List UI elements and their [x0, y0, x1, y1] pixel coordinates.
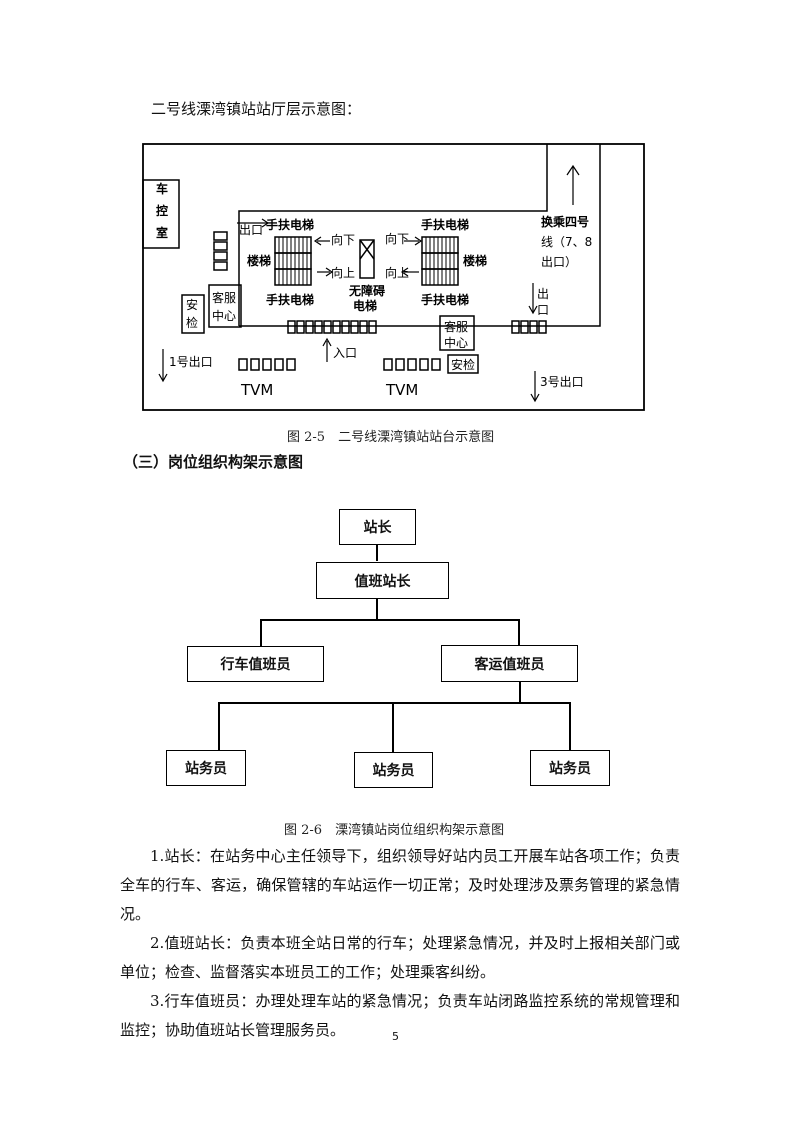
control-room-label-1: 车 — [156, 181, 168, 196]
escalator-tr-label: 手扶电梯 — [421, 217, 469, 232]
up-left-label: 向上 — [331, 265, 355, 280]
intro-text: 二号线溧湾镇站站厅层示意图： — [151, 100, 362, 118]
corridor-path-top — [238, 144, 548, 326]
page-number: 5 — [392, 1030, 399, 1043]
transfer-label-3: 出口） — [541, 255, 577, 269]
service-right-label-2: 中心 — [444, 335, 468, 350]
gate-row-right — [511, 320, 547, 334]
down-left-label: 向下 — [331, 232, 355, 247]
gate-row-left — [287, 320, 377, 334]
stairs-right-box — [421, 252, 459, 270]
escalator-steps-right — [425, 237, 455, 285]
escalator-tl — [274, 236, 312, 254]
org-node-root: 站长 — [339, 509, 416, 545]
exit-3-label: 3号出口 — [540, 375, 584, 389]
exit-left-label: 出口 — [239, 223, 263, 237]
security-left-label-1: 安 — [186, 297, 198, 312]
service-left-label-2: 中心 — [212, 308, 236, 323]
entrance-label: 入口 — [333, 346, 357, 360]
escalator-tr — [421, 236, 459, 254]
stairs-left-label: 楼梯 — [247, 253, 271, 268]
service-right-label-1: 客服 — [444, 319, 468, 334]
service-center-left-box — [208, 284, 242, 328]
escalator-br-label: 手扶电梯 — [421, 292, 469, 307]
escalator-br — [421, 268, 459, 286]
tvm-group-left — [238, 358, 296, 371]
gate-stack-left — [213, 231, 228, 271]
transfer-label-1: 换乘四号 — [541, 214, 589, 229]
control-room-box — [142, 179, 180, 249]
stairs-left-box — [274, 252, 312, 270]
escalator-bl-label: 手扶电梯 — [266, 292, 314, 307]
down-right-label: 向下 — [385, 231, 409, 246]
escalator-bl — [274, 268, 312, 286]
service-left-label-1: 客服 — [212, 290, 236, 305]
security-left-box — [181, 294, 205, 334]
paragraph-1: 1.站长：在站务中心主任领导下，组织领导好站内员工开展车站各项工作；负责全车的行… — [120, 847, 680, 923]
org-node-level2: 值班站长 — [316, 562, 449, 599]
transfer-label-2: 线（7、8 — [541, 235, 592, 249]
section-title: （三）岗位组织构架示意图 — [123, 453, 304, 471]
elevator-label-2: 电梯 — [353, 298, 377, 313]
escalator-steps-left — [278, 237, 308, 285]
control-room-label-3: 室 — [156, 225, 168, 240]
tvm-group-right — [383, 358, 441, 371]
exit-1-label: 1号出口 — [169, 355, 213, 369]
elevator-box — [359, 239, 375, 279]
exit-right-label-1: 出 — [537, 287, 549, 301]
figure-caption-2-6: 图 2-6 溧湾镇站岗位组织构架示意图 — [284, 823, 505, 838]
floor-plan-diagram: 车 控 室 出口 手扶电梯 楼梯 手扶电梯 向下 向上 无障碍 电梯 向下 向上… — [142, 143, 645, 411]
org-node-level3-right: 客运值班员 — [441, 645, 578, 682]
security-right-label: 安检 — [451, 357, 475, 372]
tvm-right-label: TVM — [385, 381, 418, 399]
stairs-right-label: 楼梯 — [463, 253, 487, 268]
security-left-label-2: 检 — [186, 315, 198, 330]
org-node-level4-2: 站务员 — [354, 752, 433, 788]
escalator-tl-label: 手扶电梯 — [266, 217, 314, 232]
org-node-level4-1: 站务员 — [166, 750, 246, 786]
paragraph-2: 2.值班站长：负责本班全站日常的行车；处理紧急情况，并及时上报相关部门或单位；检… — [120, 934, 680, 981]
figure-caption-2-5: 图 2-5 二号线溧湾镇站站台示意图 — [287, 430, 495, 445]
exit-right-label-2: 口 — [537, 303, 549, 317]
security-right-box — [447, 354, 479, 374]
tvm-left-label: TVM — [240, 381, 273, 399]
paragraph-3: 3.行车值班员：办理处理车站的紧急情况；负责车站闭路监控系统的常规管理和监控；协… — [120, 992, 680, 1039]
floor-plan-border — [142, 143, 645, 411]
body-text: 1.站长：在站务中心主任领导下，组织领导好站内员工开展车站各项工作；负责全车的行… — [120, 842, 680, 1045]
up-right-label: 向上 — [385, 265, 409, 280]
service-center-right-box — [439, 315, 475, 351]
control-room-label-2: 控 — [156, 203, 168, 218]
org-node-level3-left: 行车值班员 — [187, 646, 324, 682]
elevator-label-1: 无障碍 — [348, 283, 385, 298]
org-node-level4-3: 站务员 — [530, 750, 610, 786]
